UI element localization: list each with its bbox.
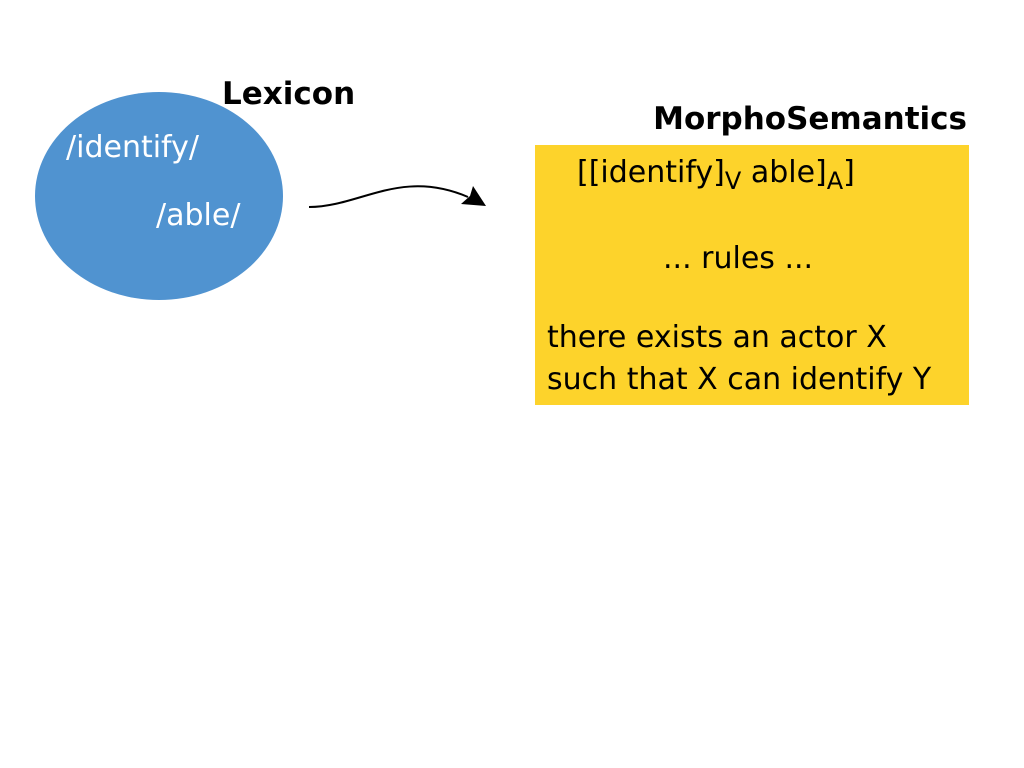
morphosemantics-rules: ... rules ... — [663, 241, 814, 276]
meaning-line-2: such that X can identify Y — [547, 362, 932, 397]
connector-curve — [308, 185, 469, 208]
morphosemantics-meaning: there exists an actor X such that X can … — [547, 317, 931, 401]
connector-arrowhead — [461, 186, 486, 206]
lexicon-item-able: /able/ — [156, 198, 241, 233]
meaning-line-1: there exists an actor X — [547, 320, 887, 355]
formula-subscript-a: A — [826, 167, 844, 195]
lexicon-item-identify: /identify/ — [66, 130, 199, 165]
formula-subscript-v: V — [724, 167, 742, 195]
lexicon-title: Lexicon — [222, 76, 356, 112]
formula-middle: able] — [741, 155, 827, 190]
formula-close: ] — [843, 155, 855, 190]
morphosemantics-box — [535, 145, 969, 405]
formula-open: [[identify] — [577, 155, 725, 190]
lexicon-ellipse — [35, 92, 283, 300]
morphosemantics-formula: [[identify]V able]A] — [577, 155, 855, 194]
morphosemantics-title: MorphoSemantics — [653, 101, 967, 137]
